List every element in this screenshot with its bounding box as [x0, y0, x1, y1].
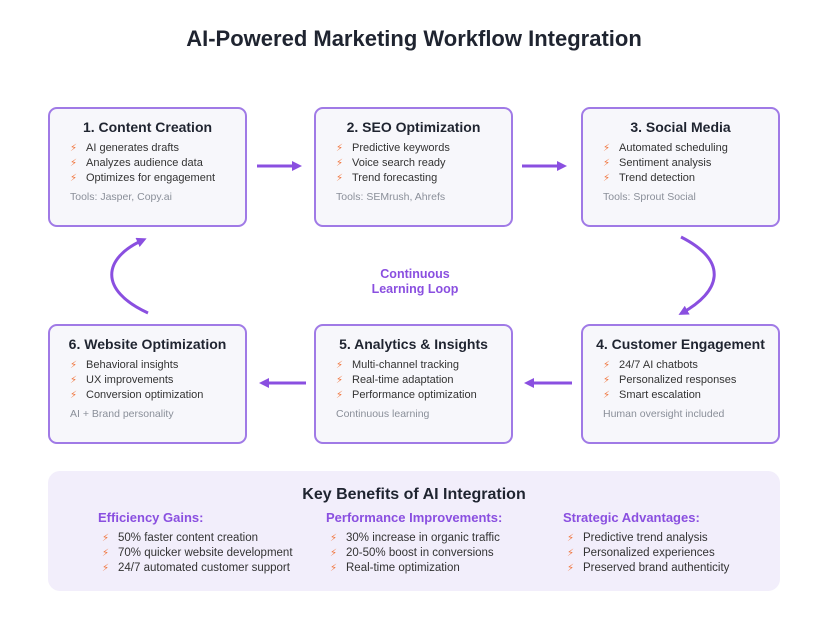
list-item: ⚡Personalized experiences — [567, 547, 715, 559]
step-card-content-creation: 1. Content Creation ⚡AI generates drafts… — [48, 107, 247, 227]
lightning-bolt-icon: ⚡ — [336, 173, 344, 184]
lightning-bolt-icon: ⚡ — [102, 563, 110, 574]
list-item: ⚡Real-time optimization — [330, 562, 460, 574]
lightning-bolt-icon: ⚡ — [70, 390, 78, 401]
list-item: ⚡Multi-channel tracking — [336, 359, 459, 371]
list-item: ⚡Performance optimization — [336, 389, 477, 401]
lightning-bolt-icon: ⚡ — [70, 143, 78, 154]
lightning-bolt-icon: ⚡ — [330, 563, 338, 574]
step-note: Continuous learning — [336, 408, 430, 420]
lightning-bolt-icon: ⚡ — [603, 390, 611, 401]
step-card-seo-optimization: 2. SEO Optimization ⚡Predictive keywords… — [314, 107, 513, 227]
lightning-bolt-icon: ⚡ — [330, 548, 338, 559]
list-item: ⚡Conversion optimization — [70, 389, 204, 401]
lightning-bolt-icon: ⚡ — [567, 533, 575, 544]
list-item: ⚡Predictive trend analysis — [567, 532, 708, 544]
list-item: ⚡24/7 automated customer support — [102, 562, 290, 574]
arrow-6-to-1 — [110, 237, 149, 315]
arrow-3-to-4 — [678, 235, 716, 315]
benefits-column-performance: Performance Improvements: ⚡30% increase … — [326, 510, 502, 576]
lightning-bolt-icon: ⚡ — [603, 143, 611, 154]
step-title: 4. Customer Engagement — [596, 336, 765, 352]
benefits-title: Key Benefits of AI Integration — [302, 486, 526, 503]
list-item: ⚡Analyzes audience data — [70, 157, 203, 169]
step-title: 3. Social Media — [630, 119, 731, 135]
list-item: ⚡24/7 AI chatbots — [603, 359, 698, 371]
step-title: 6. Website Optimization — [68, 336, 227, 352]
list-item: ⚡Voice search ready — [336, 157, 446, 169]
list-item: ⚡20-50% boost in conversions — [330, 547, 494, 559]
lightning-bolt-icon: ⚡ — [102, 548, 110, 559]
list-item: ⚡Real-time adaptation — [336, 374, 454, 386]
step-card-analytics-insights: 5. Analytics & Insights ⚡Multi-channel t… — [314, 324, 513, 444]
list-item: ⚡Predictive keywords — [336, 142, 450, 154]
step-title: 5. Analytics & Insights — [339, 336, 488, 352]
benefits-panel: Key Benefits of AI Integration Efficienc… — [48, 471, 780, 591]
lightning-bolt-icon: ⚡ — [603, 360, 611, 371]
step-note: Human oversight included — [603, 408, 725, 420]
list-item: ⚡Smart escalation — [603, 389, 701, 401]
list-item: ⚡50% faster content creation — [102, 532, 258, 544]
step-card-website-optimization: 6. Website Optimization ⚡Behavioral insi… — [48, 324, 247, 444]
step-note: AI + Brand personality — [70, 408, 174, 420]
lightning-bolt-icon: ⚡ — [336, 360, 344, 371]
benefits-column-strategic: Strategic Advantages: ⚡Predictive trend … — [563, 510, 729, 576]
column-heading: Efficiency Gains: — [98, 510, 204, 525]
lightning-bolt-icon: ⚡ — [70, 158, 78, 169]
step-title: 2. SEO Optimization — [346, 119, 481, 135]
step-card-customer-engagement: 4. Customer Engagement ⚡24/7 AI chatbots… — [581, 324, 780, 444]
list-item: ⚡Sentiment analysis — [603, 157, 712, 169]
step-note: Tools: SEMrush, Ahrefs — [336, 191, 446, 203]
lightning-bolt-icon: ⚡ — [336, 158, 344, 169]
step-title: 1. Content Creation — [82, 119, 213, 135]
lightning-bolt-icon: ⚡ — [70, 360, 78, 371]
loop-label: Continuous Learning Loop — [371, 267, 459, 296]
lightning-bolt-icon: ⚡ — [567, 563, 575, 574]
step-note: Tools: Jasper, Copy.ai — [70, 191, 172, 203]
list-item: ⚡AI generates drafts — [70, 142, 179, 154]
list-item: ⚡70% quicker website development — [102, 547, 293, 559]
lightning-bolt-icon: ⚡ — [603, 173, 611, 184]
step-card-social-media: 3. Social Media ⚡Automated scheduling ⚡S… — [581, 107, 780, 227]
list-item: ⚡Behavioral insights — [70, 359, 179, 371]
list-item: ⚡Preserved brand authenticity — [567, 562, 730, 574]
lightning-bolt-icon: ⚡ — [102, 533, 110, 544]
lightning-bolt-icon: ⚡ — [603, 375, 611, 386]
lightning-bolt-icon: ⚡ — [336, 390, 344, 401]
column-heading: Performance Improvements: — [326, 510, 503, 525]
benefits-column-efficiency: Efficiency Gains: ⚡50% faster content cr… — [98, 510, 293, 576]
lightning-bolt-icon: ⚡ — [336, 375, 344, 386]
lightning-bolt-icon: ⚡ — [567, 548, 575, 559]
list-item: ⚡Trend detection — [603, 172, 696, 184]
list-item: ⚡UX improvements — [70, 374, 174, 386]
page-title: AI-Powered Marketing Workflow Integratio… — [186, 26, 642, 51]
lightning-bolt-icon: ⚡ — [330, 533, 338, 544]
lightning-bolt-icon: ⚡ — [70, 173, 78, 184]
list-item: ⚡Trend forecasting — [336, 172, 438, 184]
lightning-bolt-icon: ⚡ — [336, 143, 344, 154]
list-item: ⚡Personalized responses — [603, 374, 737, 386]
list-item: ⚡30% increase in organic traffic — [330, 532, 500, 544]
list-item: ⚡Automated scheduling — [603, 142, 728, 154]
list-item: ⚡Optimizes for engagement — [70, 172, 216, 184]
lightning-bolt-icon: ⚡ — [70, 375, 78, 386]
step-note: Tools: Sprout Social — [603, 191, 696, 203]
lightning-bolt-icon: ⚡ — [603, 158, 611, 169]
column-heading: Strategic Advantages: — [563, 510, 700, 525]
